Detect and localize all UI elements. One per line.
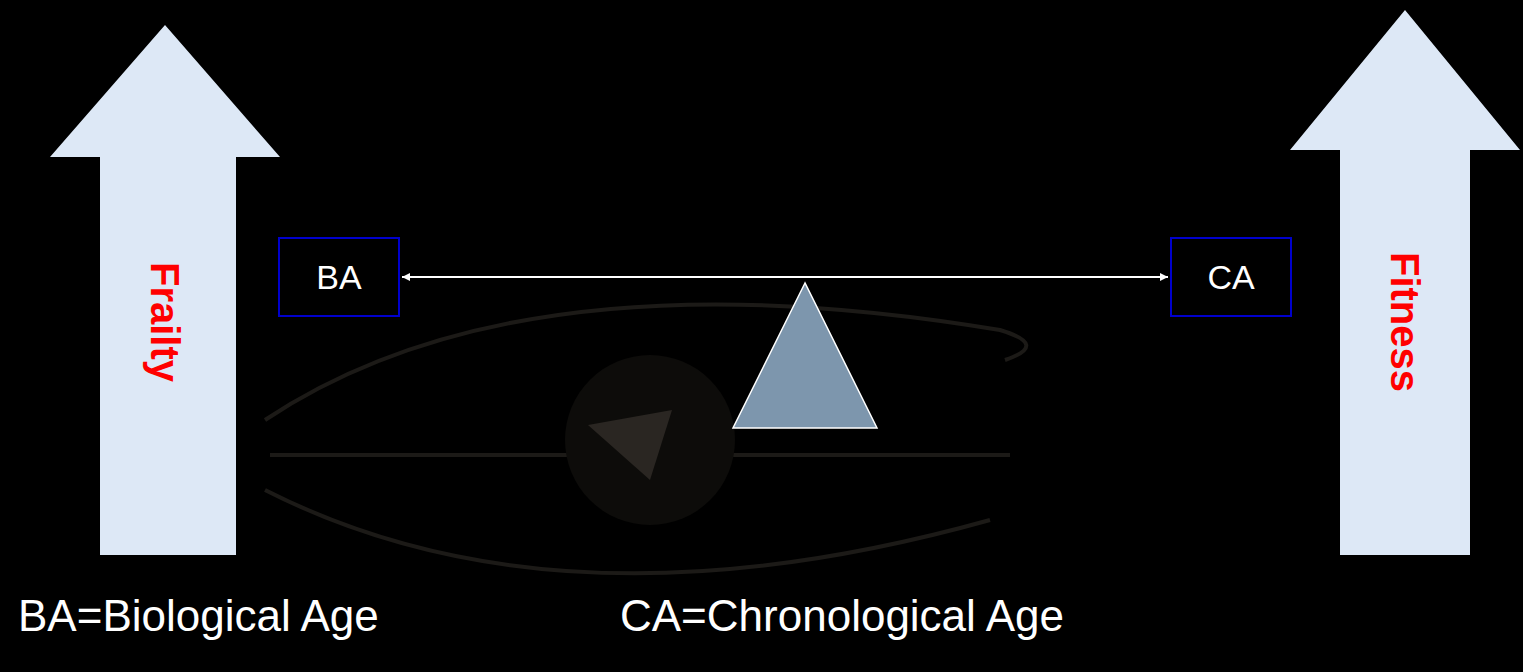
fitness-arrow: Fitness	[1290, 10, 1520, 555]
box-label: BA	[316, 258, 361, 297]
ba-box: BA	[278, 237, 400, 317]
legend-caption: CA=Chronological Age	[620, 594, 1064, 638]
faint-dial	[565, 355, 735, 525]
ca-box: CA	[1170, 237, 1292, 317]
legend-caption: BA=Biological Age	[18, 594, 379, 638]
fulcrum-triangle	[733, 283, 877, 428]
frailty-arrow: Frailty	[50, 25, 280, 555]
box-label: CA	[1207, 258, 1254, 297]
arrow-label: Frailty	[145, 262, 185, 382]
faint-pointer	[588, 410, 672, 480]
faint-balance	[265, 304, 1026, 573]
arrow-label: Fitness	[1385, 252, 1425, 392]
balance-beam	[402, 276, 1168, 278]
